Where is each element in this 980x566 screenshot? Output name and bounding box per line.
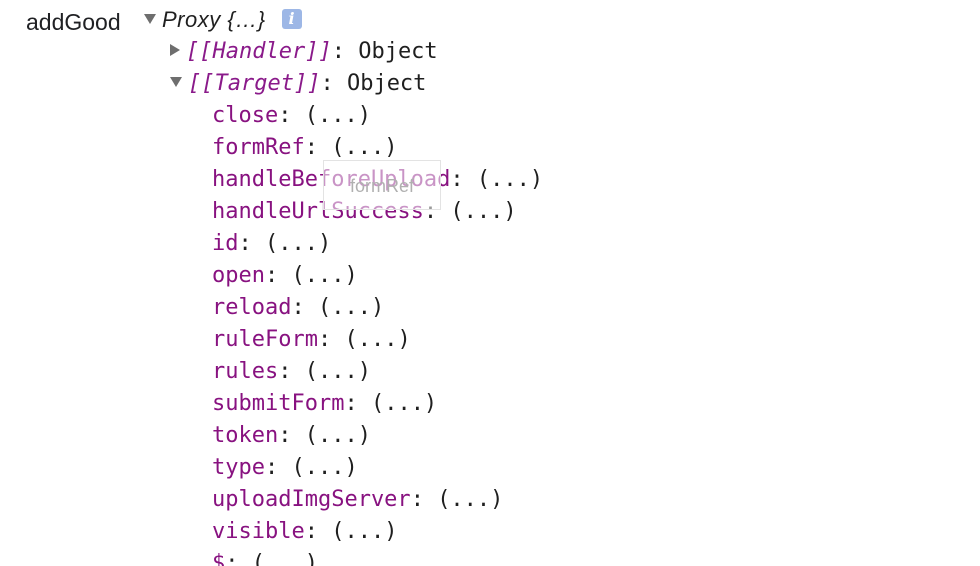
expand-triangle-icon[interactable]: [170, 77, 182, 87]
property-key: open: [212, 263, 265, 288]
property-row[interactable]: visible: (...): [212, 519, 398, 544]
property-getter-value[interactable]: (...): [450, 199, 517, 224]
property-getter-value[interactable]: (...): [370, 391, 438, 416]
property-key: id: [212, 231, 239, 256]
property-key: close: [212, 103, 279, 128]
property-key: formRef: [212, 135, 305, 160]
property-getter-value[interactable]: (...): [476, 167, 544, 192]
tree-row-handler[interactable]: [[Handler]]: Object: [170, 36, 438, 68]
proxy-root-row[interactable]: Proxy {…} i: [144, 4, 302, 36]
tree-row-target[interactable]: [[Target]]: Object: [170, 68, 426, 100]
property-row[interactable]: $: (...): [212, 548, 318, 566]
property-row[interactable]: reload: (...): [212, 295, 385, 320]
property-getter-value[interactable]: (...): [317, 295, 385, 320]
property-key: rules: [212, 359, 279, 384]
property-getter-value[interactable]: (...): [291, 455, 358, 480]
property-key: ruleForm: [212, 327, 318, 352]
expand-triangle-icon[interactable]: [144, 14, 156, 24]
property-row[interactable]: rules: (...): [212, 359, 371, 384]
property-row[interactable]: id: (...): [212, 231, 332, 256]
property-key: $: [212, 551, 226, 566]
property-row[interactable]: open: (...): [212, 263, 358, 288]
property-getter-value[interactable]: (...): [344, 327, 411, 352]
property-row[interactable]: type: (...): [212, 455, 358, 480]
property-getter-value[interactable]: (...): [331, 135, 398, 160]
property-key: uploadImgServer: [212, 487, 411, 512]
info-icon[interactable]: i: [281, 8, 302, 29]
property-key: submitForm: [212, 391, 345, 416]
property-key: reload: [212, 295, 292, 320]
property-value: Object: [346, 71, 427, 96]
collapsed-triangle-icon[interactable]: [170, 44, 180, 56]
variable-name: addGood: [26, 9, 121, 35]
property-row[interactable]: ruleForm: (...): [212, 327, 411, 352]
property-getter-value[interactable]: (...): [265, 231, 332, 256]
property-key: type: [212, 455, 265, 480]
property-getter-value[interactable]: (...): [304, 423, 371, 448]
property-value: Object: [358, 39, 438, 64]
property-row[interactable]: close: (...): [212, 103, 371, 128]
property-row[interactable]: uploadImgServer: (...): [212, 487, 504, 512]
property-getter-value[interactable]: (...): [304, 103, 371, 128]
property-row[interactable]: token: (...): [212, 423, 371, 448]
property-row[interactable]: formRef: (...): [212, 135, 398, 160]
hover-tooltip: formRef: [323, 160, 441, 210]
property-getter-value[interactable]: (...): [331, 519, 398, 544]
property-getter-value[interactable]: (...): [437, 487, 504, 512]
proxy-label: Proxy {…}: [162, 7, 266, 32]
property-key: [[Target]]: [188, 71, 321, 96]
property-getter-value[interactable]: (...): [251, 551, 318, 566]
property-getter-value[interactable]: (...): [291, 263, 358, 288]
property-key: [[Handler]]: [186, 39, 332, 64]
property-key: visible: [212, 519, 305, 544]
property-getter-value[interactable]: (...): [304, 359, 371, 384]
property-key: token: [212, 423, 279, 448]
property-row[interactable]: submitForm: (...): [212, 391, 438, 416]
